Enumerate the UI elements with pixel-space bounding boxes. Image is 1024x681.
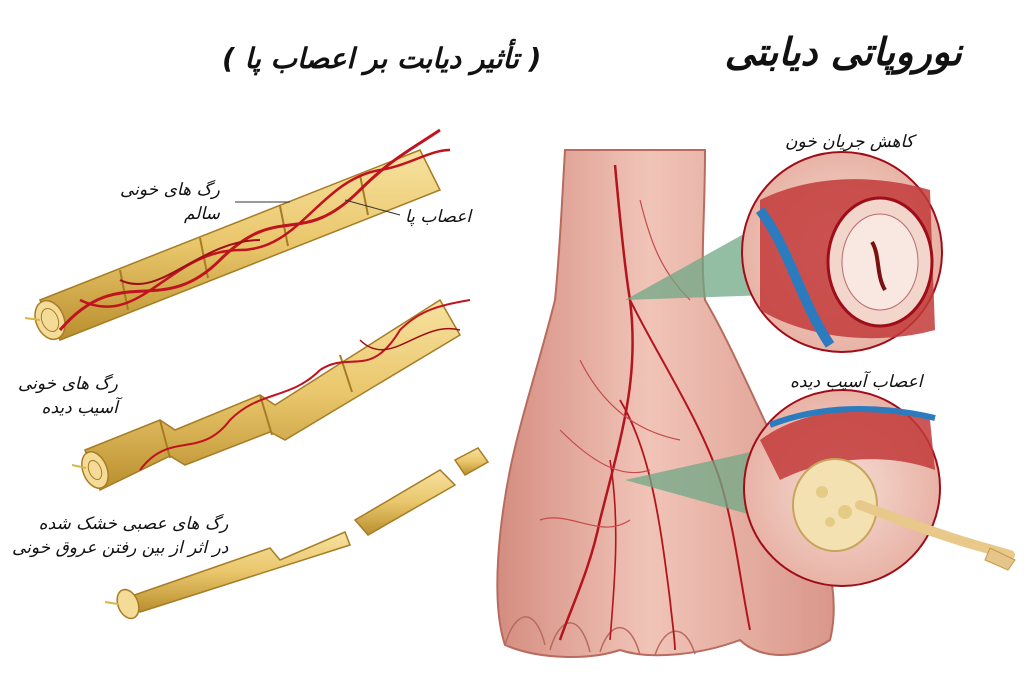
reduced-flow-inset [741, 151, 943, 353]
page-subtitle: ( تأثیر دیابت بر اعصاب پا ) [222, 42, 542, 75]
leader-line-nerves [344, 199, 401, 216]
label-damaged-vessels-line2: آسیب دیده [41, 398, 118, 418]
label-dried-nerves-line2: در اثر از بین رفتن عروق خونی [12, 538, 229, 558]
dried-nerve-fragments [104, 447, 490, 620]
label-reduced-blood-flow: کاهش جریان خون [785, 132, 914, 152]
healthy-vessel [58, 128, 441, 331]
label-dried-nerves-line1: رگ های عصبی خشک شده [38, 514, 229, 534]
healthy-nerve [24, 128, 451, 341]
damaged-nerve-inset [743, 389, 1016, 587]
foot [496, 149, 835, 658]
label-damaged-nerves: اعصاب آسیب دیده [790, 372, 923, 392]
damaged-nerve-strand [855, 500, 1015, 560]
label-damaged-vessels: رگ های خونی آسیب دیده [18, 372, 118, 420]
callout-beam-bottom [625, 450, 770, 520]
label-healthy-vessels-line2: سالم [183, 204, 220, 224]
label-foot-nerves: اعصاب پا [405, 207, 472, 227]
damaged-vessel [139, 369, 321, 471]
damaged-vessel-nerve [71, 298, 471, 492]
healthy-vessel [79, 148, 451, 308]
label-healthy-vessels: رگ های خونی سالم [120, 178, 220, 226]
callout-beam-top [625, 225, 770, 300]
label-dried-nerves: رگ های عصبی خشک شده در اثر از بین رفتن ع… [12, 512, 228, 560]
page-title: نوروپاتی دیابتی [724, 30, 962, 74]
label-healthy-vessels-line1: رگ های خونی [120, 180, 220, 200]
label-damaged-vessels-line1: رگ های خونی [18, 374, 118, 394]
